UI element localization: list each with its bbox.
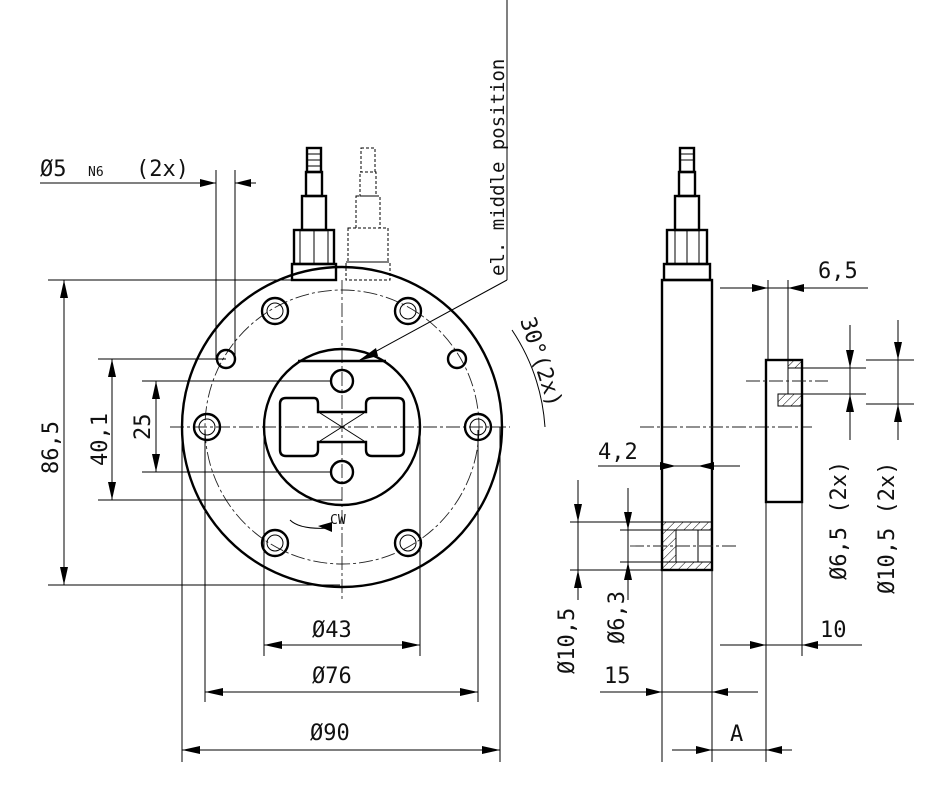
side-view: 6,5 4,2 Ø6,5 (2x) Ø10,5 (2x) Ø10,5 <box>555 146 914 762</box>
d-10-label: 10 <box>820 618 847 643</box>
upper-pin-hole <box>329 368 355 394</box>
bolt-circle <box>204 289 480 565</box>
dia-76-label: Ø76 <box>312 664 352 689</box>
height-40-1-label: 40,1 <box>88 413 113 466</box>
height-86-5-label: 86,5 <box>39 421 64 474</box>
d-6-5-2x-label: Ø6,5 (2x) <box>827 461 852 580</box>
height-25-label: 25 <box>131 414 156 441</box>
locating-hole-right <box>446 348 468 370</box>
angle-30-label: 30°(2x) <box>514 314 566 410</box>
d-10-5-2x-label: Ø10,5 (2x) <box>875 462 900 594</box>
el-middle-leader <box>359 279 508 361</box>
connector-right <box>345 147 391 281</box>
d-10-5-label: Ø10,5 <box>555 608 580 674</box>
el-middle-arrow-icon <box>358 348 378 361</box>
front-view: CW el. middle position 30°(2x) Ø5 N6 (2x… <box>39 0 567 762</box>
cw-label: CW <box>330 513 346 528</box>
d-a-label: A <box>730 722 743 747</box>
d-4-2-label: 4,2 <box>598 440 638 465</box>
d-6-5-label: 6,5 <box>818 259 858 284</box>
bolt-holes <box>192 296 493 558</box>
hole-dia-label: Ø5 <box>40 157 67 182</box>
hole-count-label: (2x) <box>136 157 189 182</box>
el-middle-position-label: el. middle position <box>487 59 509 276</box>
d-15-label: 15 <box>604 664 631 689</box>
dia-90-label: Ø90 <box>310 721 350 746</box>
lower-pin-hole <box>329 459 355 485</box>
side-flange <box>764 358 804 504</box>
hole-tol-label: N6 <box>88 165 104 180</box>
angle-arc <box>511 329 546 428</box>
aperture-cross-b <box>319 412 365 442</box>
d-6-3-label: Ø6,3 <box>605 591 630 644</box>
cw-arrow-icon <box>318 522 332 532</box>
connector-left <box>290 146 338 282</box>
dia-43-label: Ø43 <box>312 618 352 643</box>
waveguide-aperture <box>278 396 406 458</box>
